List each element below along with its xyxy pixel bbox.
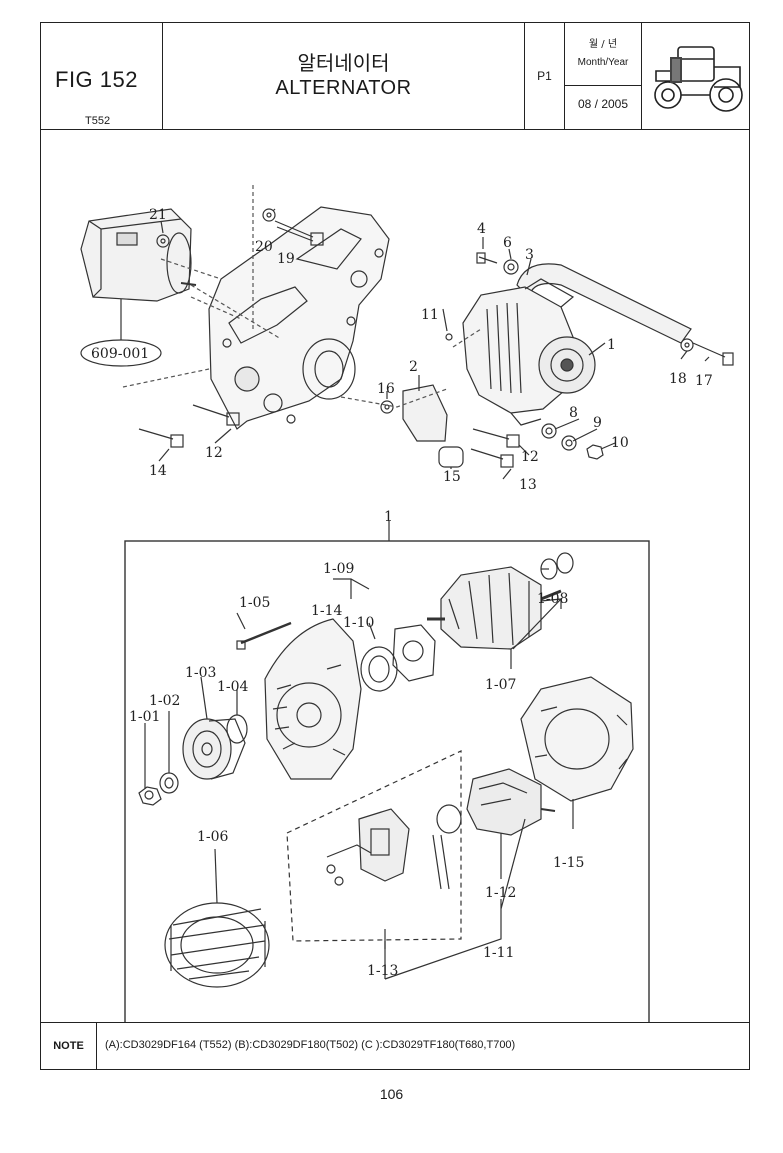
title-korean: 알터네이터 xyxy=(297,51,390,75)
label-12-left: 12 xyxy=(205,445,223,461)
label-11: 11 xyxy=(421,307,439,323)
label-1-15: 1-15 xyxy=(553,855,584,871)
label-1-12: 1-12 xyxy=(485,885,516,901)
date-label-korean: 월 / 년 xyxy=(588,39,618,50)
label-1-09: 1-09 xyxy=(323,561,354,577)
engine-cover-part xyxy=(208,206,390,430)
pulley xyxy=(182,718,246,780)
label-6: 6 xyxy=(503,235,512,251)
label-4: 4 xyxy=(477,221,486,237)
title-cell: 알터네이터 ALTERNATOR xyxy=(163,23,525,129)
parts-sheet: FIG 152 T552 알터네이터 ALTERNATOR P1 월 / 년 M… xyxy=(40,22,750,1070)
rectifier xyxy=(466,768,556,836)
page-number: 106 xyxy=(379,1086,404,1102)
label-13: 13 xyxy=(519,477,537,493)
label-16: 16 xyxy=(377,381,395,397)
label-19: 19 xyxy=(277,251,295,267)
label-1-13: 1-13 xyxy=(367,963,398,979)
exploded-diagram: 21 20 19 4 6 3 609-001 11 1 18 17 16 2 8… xyxy=(80,185,734,1023)
title-english: ALTERNATOR xyxy=(275,77,412,99)
pump-part xyxy=(80,208,197,302)
rotor xyxy=(427,552,574,650)
label-1-04: 1-04 xyxy=(217,679,249,695)
long-bolt xyxy=(240,621,292,645)
label-1-11: 1-11 xyxy=(483,945,514,961)
label-15: 15 xyxy=(443,469,461,485)
bolts xyxy=(138,220,734,468)
bearing xyxy=(360,646,398,692)
note-text: (A):CD3029DF164 (T552) (B):CD3029DF180(T… xyxy=(105,1039,516,1051)
date-value: 08 / 2005 xyxy=(577,97,629,111)
tractor-icon xyxy=(654,46,743,112)
label-12-right: 12 xyxy=(521,449,539,465)
label-1-assembly: 1 xyxy=(384,509,393,525)
illustration-area: 21 20 19 4 6 3 609-001 11 1 18 17 16 2 8… xyxy=(41,129,749,1023)
spacer xyxy=(438,446,464,468)
label-1-10: 1-10 xyxy=(343,615,374,631)
label-3: 3 xyxy=(525,247,534,263)
regulator xyxy=(326,808,450,890)
label-1-06: 1-06 xyxy=(197,829,229,845)
alternator-part xyxy=(462,278,596,426)
washers xyxy=(156,208,694,460)
date-cell: 월 / 년 Month/Year 08 / 2005 xyxy=(565,23,642,129)
label-1: 1 xyxy=(607,337,616,353)
figure-number: FIG 152 xyxy=(55,67,138,92)
label-1-07: 1-07 xyxy=(485,677,516,693)
label-1-03: 1-03 xyxy=(185,665,216,681)
rear-cover xyxy=(520,676,634,802)
mounting-bracket xyxy=(402,384,448,442)
fan xyxy=(226,714,248,744)
note-row: NOTE (A):CD3029DF164 (T552) (B):CD3029DF… xyxy=(41,1022,749,1069)
label-1-01: 1-01 xyxy=(129,709,160,725)
label-18: 18 xyxy=(669,371,687,387)
sheet-header: FIG 152 T552 알터네이터 ALTERNATOR P1 월 / 년 M… xyxy=(41,23,749,130)
adjusting-strap xyxy=(516,263,692,344)
label-17: 17 xyxy=(695,373,713,389)
label-1-14: 1-14 xyxy=(311,603,343,619)
page-code-cell: P1 xyxy=(525,23,565,129)
label-1-05: 1-05 xyxy=(239,595,270,611)
detail-box xyxy=(124,540,650,1023)
figure-cell: FIG 152 T552 xyxy=(41,23,163,129)
note-label: NOTE xyxy=(41,1023,97,1069)
nut-and-washer xyxy=(138,772,179,806)
label-9: 9 xyxy=(593,415,602,431)
label-1-08: 1-08 xyxy=(537,591,568,607)
label-21: 21 xyxy=(149,207,167,223)
tractor-cell xyxy=(642,23,750,129)
label-8: 8 xyxy=(569,405,578,421)
stator xyxy=(164,902,270,988)
label-20: 20 xyxy=(255,239,273,255)
model-code: T552 xyxy=(85,115,111,127)
label-1-02: 1-02 xyxy=(149,693,180,709)
date-label-box: 월 / 년 Month/Year xyxy=(565,23,641,86)
label-2: 2 xyxy=(409,359,418,375)
end-frame xyxy=(264,618,362,780)
label-14: 14 xyxy=(149,463,167,479)
retainer-plate xyxy=(392,624,436,682)
date-label-english: Month/Year xyxy=(577,57,629,68)
page-code: P1 xyxy=(537,69,552,83)
label-10: 10 xyxy=(611,435,629,451)
label-609-001: 609-001 xyxy=(91,346,149,362)
snap-ring xyxy=(436,804,462,834)
regulator-group-outline xyxy=(286,750,462,942)
